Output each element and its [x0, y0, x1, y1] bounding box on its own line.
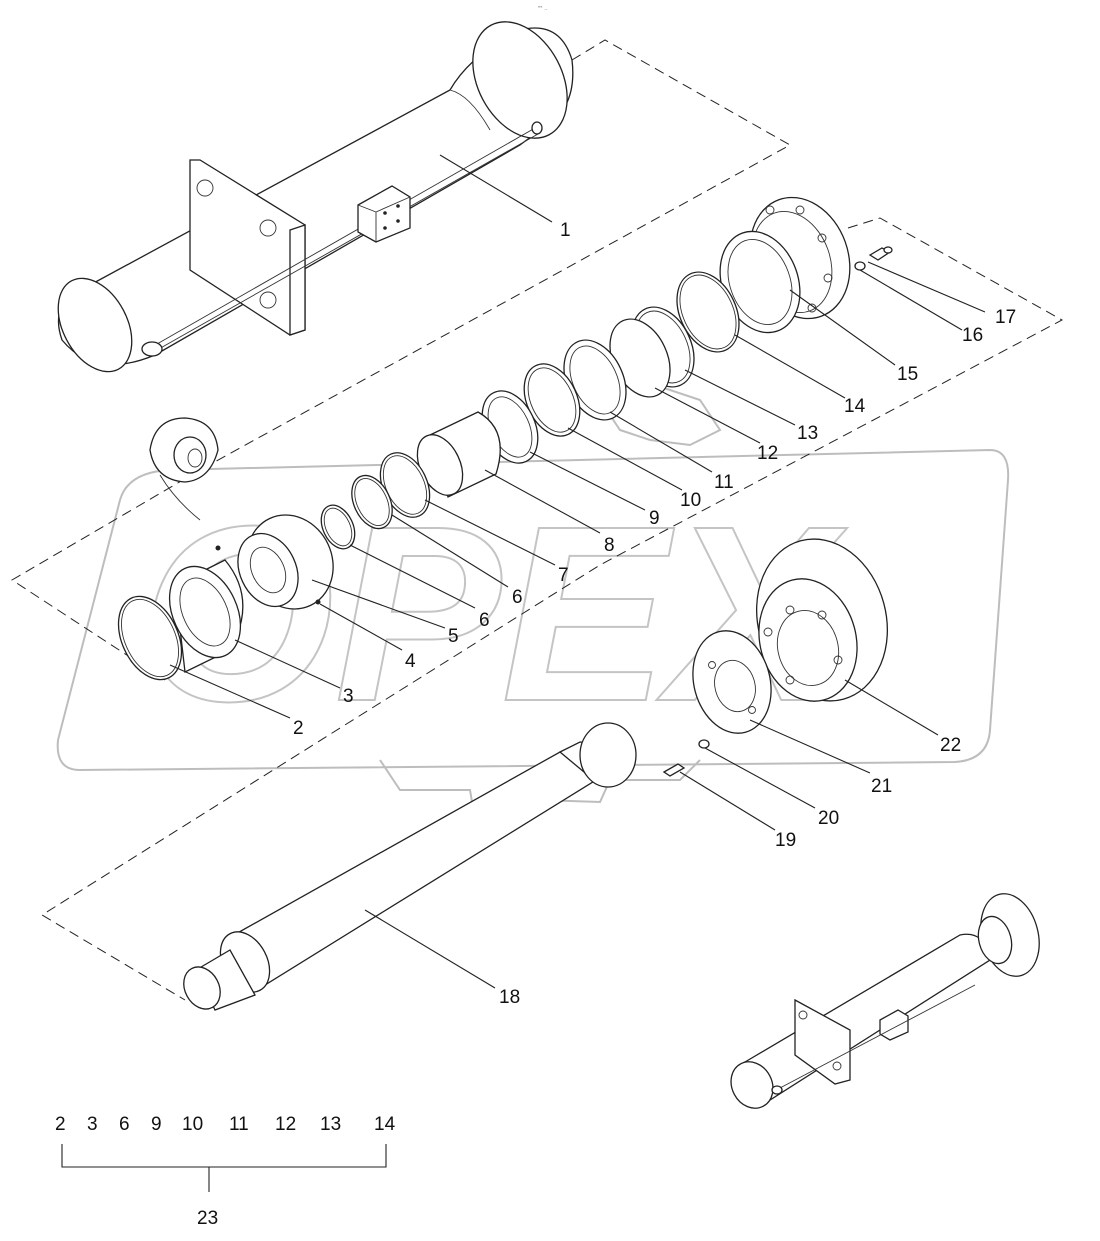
detail-bubble	[149, 417, 219, 521]
kit-item: 2	[55, 1114, 66, 1135]
part-16-17-bolt-washer	[854, 246, 893, 271]
callout-10: 10	[680, 490, 701, 511]
kit-item: 12	[275, 1114, 296, 1135]
callout-22: 22	[940, 735, 961, 756]
callout-20: 20	[818, 808, 839, 829]
dashed-assembly-lines	[11, 39, 1064, 1001]
callout-4: 4	[405, 651, 416, 672]
kit-bracket: 2 3 6 9 10 11 12 13 14 23	[55, 1114, 396, 1229]
callout-16: 16	[962, 325, 983, 346]
callout-19: 19	[775, 830, 796, 851]
part-21-split-ring	[692, 630, 772, 734]
callout-6b: 6	[512, 587, 523, 608]
callout-8: 8	[604, 535, 615, 556]
kit-item: 11	[229, 1114, 249, 1135]
part-18-piston-rod	[183, 722, 637, 1011]
callout-18: 18	[499, 987, 520, 1008]
assembled-cylinder-view	[730, 893, 1040, 1109]
callout-17: 17	[995, 307, 1016, 328]
part-15-head-flange	[719, 196, 851, 334]
header-mark: "" ..	[538, 6, 548, 12]
callout-12: 12	[757, 443, 778, 464]
callout-2: 2	[293, 718, 304, 739]
callout-6a: 6	[479, 610, 490, 631]
callout-1: 1	[560, 220, 571, 241]
kit-item: 13	[320, 1114, 341, 1135]
part-19-20-bolt-washer	[662, 739, 710, 777]
callout-11: 11	[714, 472, 734, 493]
callout-labels: 1 2 3 4 5 6 6 7 8 9 10 11 12 13 14 15 16…	[293, 220, 1016, 1008]
callout-5: 5	[448, 626, 459, 647]
kit-item: 6	[119, 1114, 130, 1135]
leader-lines	[169, 154, 986, 989]
kit-item: 14	[374, 1114, 396, 1135]
callout-13: 13	[797, 423, 818, 444]
kit-item: 10	[182, 1114, 203, 1135]
callout-15: 15	[897, 364, 918, 385]
callout-3: 3	[343, 686, 354, 707]
part-22-end-cap	[755, 538, 889, 702]
part-1-barrel	[57, 21, 574, 373]
piston-gland-assembly	[117, 514, 334, 681]
kit-item: 9	[151, 1114, 162, 1135]
kit-assembly-number: 23	[197, 1208, 218, 1229]
callout-9: 9	[649, 508, 660, 529]
callout-21: 21	[871, 776, 892, 797]
callout-14: 14	[844, 396, 866, 417]
callout-7: 7	[558, 565, 569, 586]
kit-item: 3	[87, 1114, 98, 1135]
seal-rings	[320, 271, 740, 550]
